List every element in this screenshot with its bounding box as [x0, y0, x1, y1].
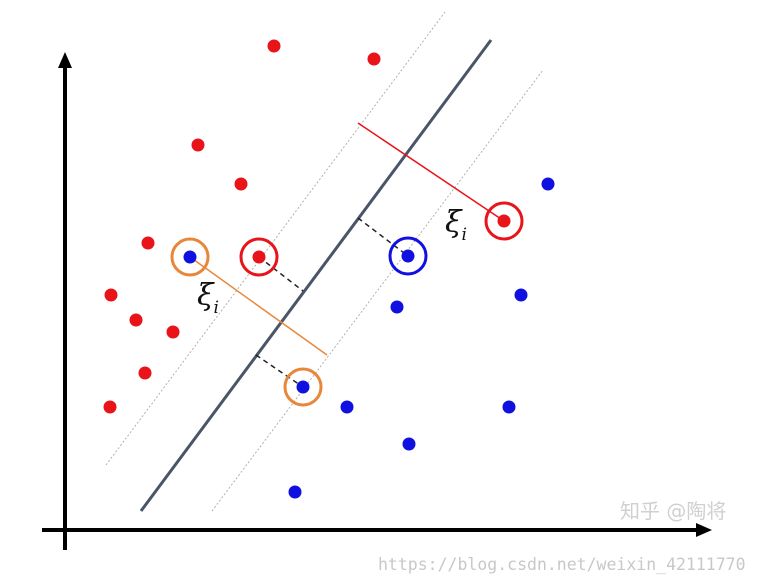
slack-label-right: ξi	[445, 205, 467, 245]
ring-red-misclassified	[484, 201, 524, 241]
distance-dashed-2	[357, 217, 409, 257]
red-point-support	[252, 250, 266, 264]
ring-orange-slack	[283, 367, 323, 407]
red-point	[129, 313, 143, 327]
red-point	[141, 236, 155, 250]
blue-point	[288, 485, 302, 499]
red-point	[267, 39, 281, 53]
blue-point	[541, 177, 555, 191]
negative-class-points	[183, 177, 555, 499]
red-point	[104, 288, 118, 302]
red-point	[367, 52, 381, 66]
blue-point-misclassified	[183, 250, 197, 264]
red-point	[234, 177, 248, 191]
blue-point	[502, 400, 516, 414]
red-point-misclassified	[497, 214, 511, 228]
distance-dashed-1	[258, 256, 304, 292]
red-point	[166, 325, 180, 339]
y-axis-arrowhead	[58, 52, 72, 68]
blue-point-support	[401, 249, 415, 263]
margin-line-upper	[105, 11, 446, 466]
positive-class-points	[103, 39, 511, 414]
red-point	[191, 138, 205, 152]
blue-point	[514, 288, 528, 302]
blue-point	[402, 437, 416, 451]
slack-label-left: ξi	[197, 278, 219, 318]
slack-line-red	[357, 122, 505, 222]
separating-hyperplane	[139, 39, 493, 512]
red-point	[138, 366, 152, 380]
watermark-zhihu: 知乎 @陶将	[620, 499, 727, 523]
blue-point	[340, 400, 354, 414]
ring-orange-misclassified	[170, 237, 210, 277]
slack-line-orange	[189, 256, 328, 356]
red-point	[103, 400, 117, 414]
ring-blue-support	[388, 236, 428, 276]
watermark-url: https://blog.csdn.net/weixin_42111770	[378, 555, 746, 574]
blue-point-slack	[296, 380, 310, 394]
distance-dashed-3	[255, 354, 304, 388]
ring-red-support	[239, 237, 279, 277]
x-axis-arrowhead	[696, 523, 712, 537]
blue-point	[390, 300, 404, 314]
